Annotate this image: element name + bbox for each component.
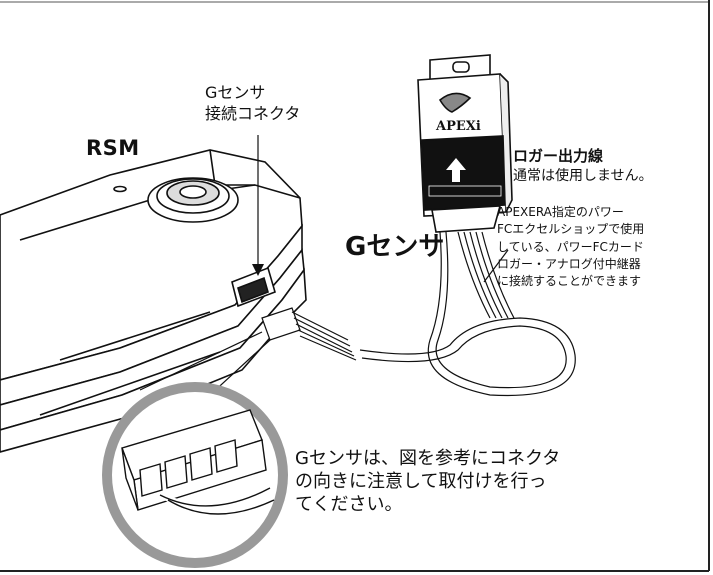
apexera-note-line: APEXERA指定のパワー [497, 205, 624, 219]
zoom-line [139, 331, 263, 391]
rsm-label: RSM [86, 136, 140, 160]
g-sensor-box [417, 54, 513, 233]
connector-detail [121, 409, 275, 515]
apexera-note-line: に接続することができます [497, 274, 642, 289]
sensor-cables [359, 231, 576, 397]
install-note: Gセンサは、図を参考にコネクタ の向きに注意して取付けを行っ てください。 [295, 447, 560, 516]
apexera-note-line: ロガー・アナログ付中継器 [497, 256, 641, 271]
connector-label-line: Gセンサ [205, 83, 266, 102]
logger-output-title: ロガー出力線 [513, 147, 604, 165]
brand-logo-text: APEXi [436, 119, 481, 134]
apexera-note-line: FCエクセルショップで使用 [497, 222, 645, 237]
logger-output-text: 通常は使用しません。 [513, 168, 653, 184]
install-note-line: の向きに注意して取付けを行っ [295, 471, 547, 492]
connector-label: Gセンサ 接続コネクタ [205, 82, 300, 124]
sensor-plug [261, 307, 357, 361]
connector-arrowhead [252, 264, 264, 276]
apexera-note: APEXERA指定のパワー FCエクセルショップで使用 している、パワーFCカー… [497, 204, 644, 290]
rsm-unit [0, 149, 307, 453]
install-note-line: Gセンサは、図を参考にコネクタ [295, 448, 561, 469]
install-note-line: てください。 [295, 494, 403, 515]
g-sensor-label: Gセンサ [345, 232, 445, 262]
apexera-note-line: している、パワーFCカード [497, 239, 644, 254]
connector-label-line: 接続コネクタ [205, 104, 301, 123]
